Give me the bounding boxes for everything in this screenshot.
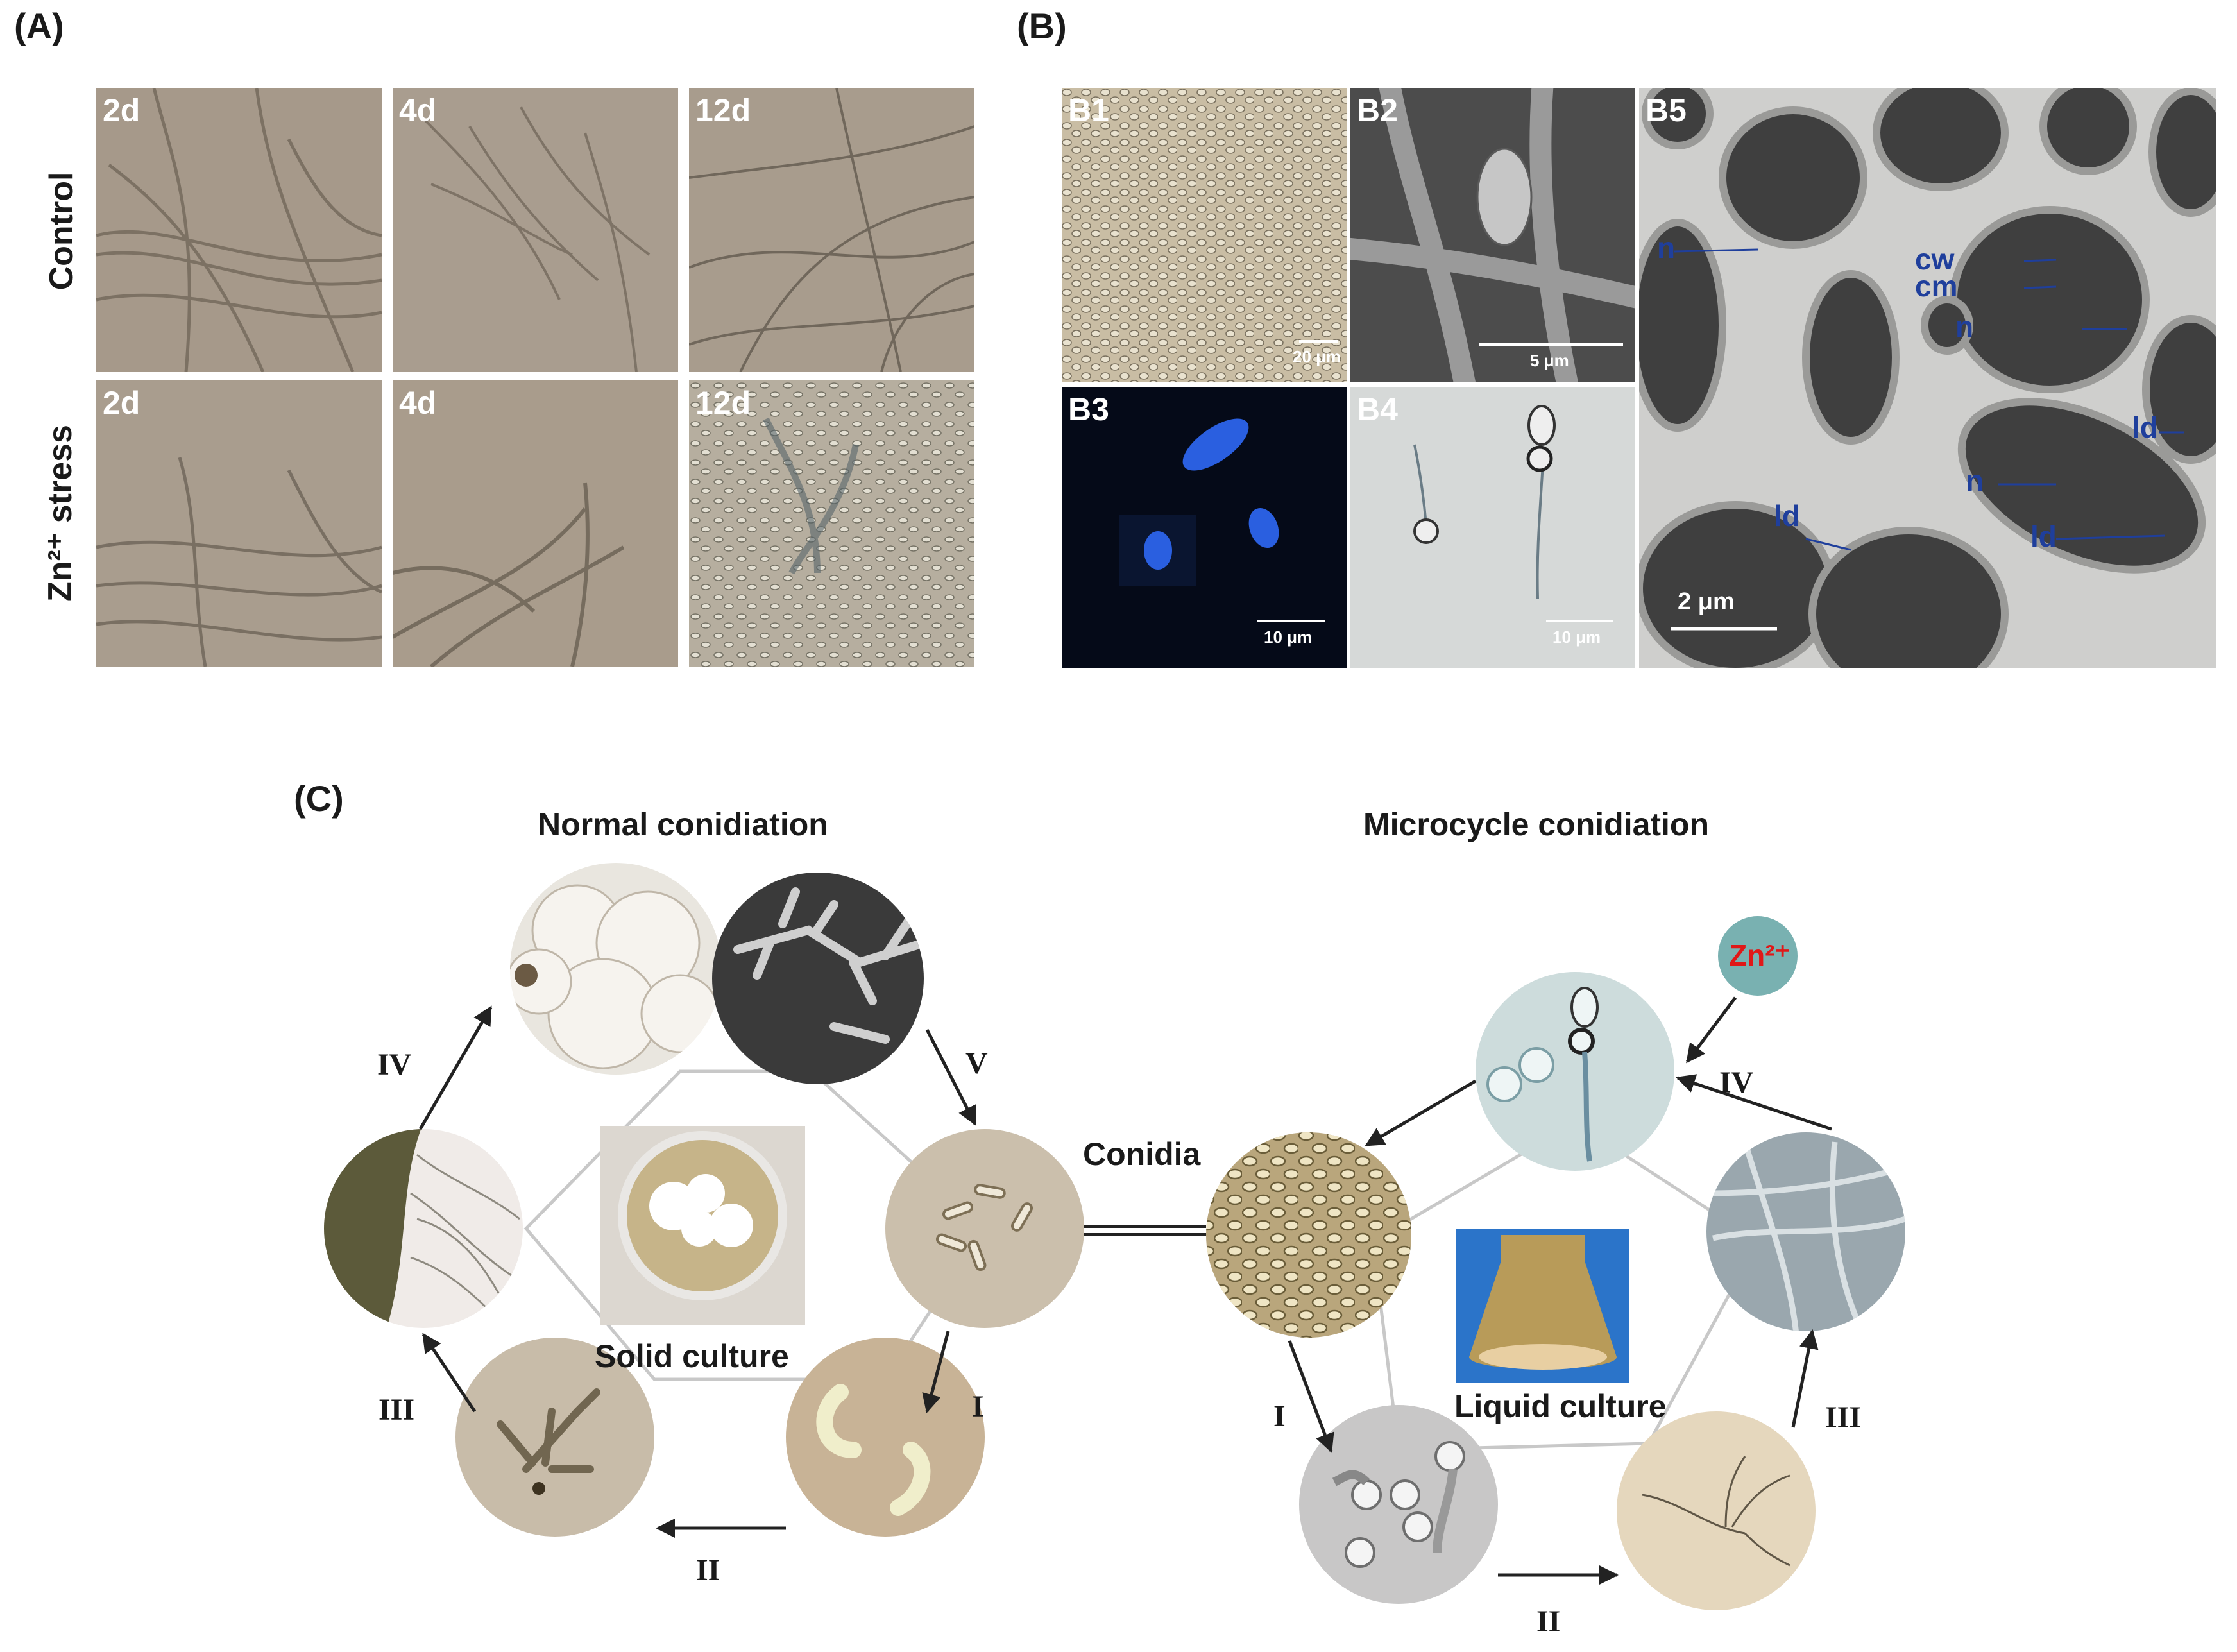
micrograph-b1-conidia: B1 20 μm: [1062, 88, 1347, 382]
micrograph-zn-12d: 12d: [689, 380, 974, 667]
zn-badge: [1718, 916, 1798, 996]
micrograph-b2-sem: B2 5 μm: [1350, 88, 1635, 382]
tile-label-b2: B2: [1357, 92, 1398, 128]
panel-c-label: (C): [294, 778, 344, 819]
arrow-normal-v: [925, 1028, 977, 1126]
annotation-ld-2: ld: [1774, 499, 1800, 532]
stage-label-normal-iii: III: [379, 1393, 415, 1427]
microcycle-stage-branching: [1617, 1411, 1816, 1610]
stage-label-micro-iv: IV: [1719, 1066, 1754, 1100]
column-label-12d-zn: 12d: [695, 385, 751, 421]
zn-badge-label: Zn²⁺: [1729, 939, 1790, 972]
tile-label-b3: B3: [1068, 391, 1109, 427]
scale-bar-b5: 2 μm: [1678, 588, 1735, 615]
liquid-culture-label: Liquid culture: [1454, 1388, 1667, 1424]
micrograph-control-4d: 4d: [393, 88, 678, 372]
scale-bar-b1: 20 μm: [1293, 347, 1341, 366]
stage-label-normal-iv: IV: [377, 1048, 412, 1082]
arrow-micro-to-conidia: [1365, 1079, 1477, 1147]
solid-culture-photo: [600, 1126, 805, 1325]
panel-b-label: (B): [1017, 6, 1067, 46]
micrograph-control-2d: 2d: [96, 88, 382, 372]
normal-stage-mycelium-dense: [510, 863, 722, 1075]
micrograph-control-12d: 12d: [689, 88, 974, 372]
micrograph-zn-2d: 2d: [96, 380, 382, 667]
microcycle-stage-conidia: [1206, 1132, 1411, 1338]
arrow-micro-iv: [1676, 1074, 1832, 1131]
micrograph-b3-fluorescence: B3 10 μm: [1062, 387, 1347, 668]
micrograph-b4-brightfield: B4 10 μm: [1350, 387, 1635, 668]
annotation-cw: cw: [1915, 243, 1955, 276]
normal-stage-germinating-conidia: [786, 1338, 985, 1537]
column-label-4d: 4d: [399, 92, 437, 128]
column-label-2d-zn: 2d: [103, 385, 140, 421]
column-label-12d: 12d: [695, 92, 751, 128]
stage-label-normal-ii: II: [696, 1553, 720, 1587]
normal-stage-conidia-elongated: [885, 1129, 1084, 1328]
arrow-normal-iii: [421, 1333, 477, 1413]
stage-label-micro-ii: II: [1536, 1605, 1561, 1639]
arrow-normal-iv: [418, 1005, 493, 1130]
conidia-label: Conidia: [1083, 1136, 1201, 1172]
microcycle-conidiation-title: Microcycle conidiation: [1363, 806, 1710, 842]
annotation-n-2: n: [1955, 310, 1974, 343]
normal-stage-sem-conidiophore: [712, 873, 924, 1084]
normal-conidiation-title: Normal conidiation: [538, 806, 828, 842]
tile-label-b5: B5: [1646, 92, 1687, 128]
annotation-ld-1: ld: [2132, 411, 2158, 444]
stage-label-micro-i: I: [1273, 1399, 1286, 1433]
scale-bar-b3: 10 μm: [1264, 627, 1313, 647]
arrow-normal-i: [922, 1331, 950, 1413]
tile-label-b4: B4: [1357, 391, 1398, 427]
micrograph-b5-tem: B5 2 μm n cw cm n ld n ld ld: [1639, 88, 2216, 668]
stage-label-normal-i: I: [972, 1390, 984, 1424]
microcycle-stage-germinating-conidia: [1476, 972, 1674, 1171]
scale-bar-b2: 5 μm: [1530, 351, 1569, 370]
scale-bar-b4: 10 μm: [1552, 627, 1601, 647]
normal-stage-hyphae-edge: [324, 1129, 523, 1328]
liquid-culture-photo: [1456, 1229, 1629, 1383]
annotation-ld-3: ld: [2030, 520, 2057, 553]
stage-label-normal-v: V: [965, 1046, 988, 1080]
arrow-micro-zn: [1686, 996, 1737, 1064]
column-label-2d: 2d: [103, 92, 140, 128]
arrow-micro-i: [1288, 1340, 1334, 1453]
microcycle-stage-germ-tubes: [1299, 1405, 1498, 1604]
panel-a-label: (A): [14, 6, 64, 46]
annotation-n-3: n: [1966, 464, 1984, 497]
micrograph-zn-4d: 4d: [393, 380, 678, 667]
column-label-4d-zn: 4d: [399, 385, 437, 421]
normal-stage-germ-tube: [455, 1338, 654, 1537]
microcycle-stage-hyphae: [1706, 1132, 1905, 1331]
tile-label-b1: B1: [1068, 92, 1109, 128]
solid-culture-label: Solid culture: [595, 1338, 789, 1374]
annotation-cm: cm: [1915, 269, 1958, 303]
annotation-n-1: n: [1657, 231, 1676, 264]
arrow-micro-iii: [1791, 1329, 1819, 1428]
stage-label-micro-iii: III: [1825, 1401, 1862, 1435]
